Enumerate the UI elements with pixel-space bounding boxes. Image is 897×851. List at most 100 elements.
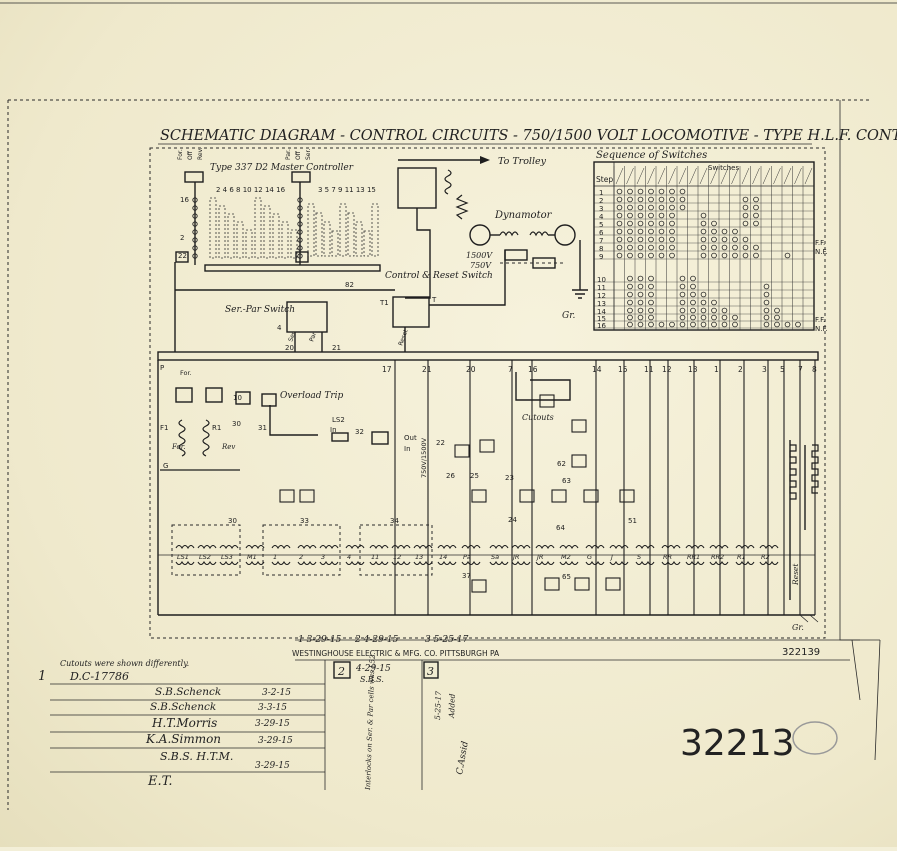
switch-closed-dot	[763, 291, 770, 298]
switch-closed-dot	[711, 307, 717, 314]
switch-closed-dot	[669, 244, 675, 251]
outer-frame	[7, 99, 870, 810]
switch-closed-dot	[763, 299, 770, 306]
sequence-title: Sequence of Switches	[596, 150, 707, 161]
gr-label: Gr.	[562, 311, 576, 321]
switch-closed-dot	[742, 196, 749, 203]
main-bus-bar	[157, 351, 819, 361]
drawing-number-large: 32213	[680, 723, 795, 764]
switch-closed-dot	[732, 236, 738, 243]
bus-7: 7	[508, 365, 513, 374]
rev-3: 3 5-25-17	[425, 635, 469, 645]
switch-closed-dot	[679, 291, 686, 298]
switch-closed-dot	[700, 314, 707, 321]
dynamotor-armature-1	[469, 224, 491, 246]
overload-wire	[269, 405, 318, 436]
note-2-box	[333, 661, 351, 679]
step-12: 12	[597, 292, 606, 300]
interlock-contact	[454, 444, 470, 458]
drum-segment-right	[339, 203, 347, 257]
switch-closed-dot	[658, 188, 665, 195]
switch-closed-dot	[669, 204, 675, 211]
bus-drop-wires	[394, 360, 816, 615]
switch-closed-dot	[690, 314, 696, 321]
switch-closed-dot	[637, 252, 644, 259]
step-6: 6	[599, 229, 604, 237]
switch-closed-dot	[763, 314, 770, 321]
sequence-table: Sequence of Switches Switches Step 1 2 3…	[593, 150, 828, 333]
coil-label: 13	[415, 553, 423, 561]
switch-closed-dot	[774, 321, 780, 328]
contactor-coil	[609, 544, 629, 566]
handle-off: Off	[187, 150, 194, 160]
step-4: 4	[599, 213, 604, 221]
bus-2: 2	[738, 365, 743, 374]
rev-switch	[205, 387, 223, 403]
drum-segment	[254, 197, 262, 259]
in-label: In	[330, 426, 337, 434]
bus-7b: 7	[798, 365, 803, 374]
bus-8: 8	[812, 365, 817, 374]
column-header-mark	[647, 167, 655, 185]
contactor-coil	[319, 544, 339, 566]
switch-closed-dot	[637, 228, 644, 235]
switch-closed-dot	[711, 228, 717, 235]
interlock-contact	[551, 489, 567, 503]
ser-par-label: Ser.-Par Switch	[225, 305, 295, 315]
reverser-coils	[160, 419, 240, 471]
switch-closed-dot	[627, 244, 633, 251]
switch-closed-dot	[627, 196, 633, 203]
switch-closed-dot	[658, 212, 665, 219]
sequence-steps: 1 2 3 4 5 6 7 8 9 10 11 12 13 14 15 16	[597, 189, 606, 330]
switch-closed-dot	[763, 307, 770, 314]
interlock-contact	[605, 577, 621, 591]
wire-label: 37	[462, 572, 471, 580]
contactor-coil	[685, 544, 705, 566]
switch-closed-dot	[721, 314, 728, 321]
interlock-contact	[519, 489, 535, 503]
switch-closed-dot	[700, 212, 707, 219]
interlock-contact	[299, 489, 315, 503]
date-4: 3-29-15	[258, 736, 293, 746]
switch-closed-dot	[721, 228, 728, 235]
note-2-number: 2	[337, 665, 345, 678]
wire-t	[429, 250, 506, 306]
switch-closed-dot	[679, 314, 686, 321]
switch-closed-dot	[753, 244, 759, 251]
ff-top: F.F.	[815, 239, 825, 247]
switch-closed-dot	[711, 236, 717, 243]
switch-closed-dot	[679, 188, 686, 195]
switch-closed-dot	[637, 299, 644, 306]
contactor-coil	[175, 544, 195, 566]
drum-segment-right	[355, 221, 363, 257]
controller-bus-bar	[204, 264, 381, 272]
switch-closed-dot	[648, 220, 654, 227]
coil-label: J	[609, 553, 613, 561]
drum-segment-right	[371, 203, 379, 257]
switch-closed-dot	[700, 244, 707, 251]
switch-closed-dot	[648, 275, 654, 282]
switch-closed-dot	[711, 314, 717, 321]
for-coil-label: For.	[171, 443, 186, 451]
column-header-mark	[773, 167, 781, 185]
dynamotor-switch	[397, 167, 437, 209]
column-header-mark	[668, 167, 676, 185]
switch-closed-dot	[648, 299, 654, 306]
step-7: 7	[599, 237, 603, 245]
switch-closed-dot	[742, 220, 749, 227]
terminal-22	[175, 251, 189, 263]
wire-label: 51	[628, 517, 637, 525]
switch-closed-dot	[721, 321, 728, 328]
switch-closed-dot	[616, 252, 623, 259]
interlock-contact	[583, 489, 599, 503]
step-10: 10	[597, 276, 606, 284]
handle-par: Par.	[285, 149, 292, 160]
switch-closed-dot	[690, 321, 696, 328]
note-3-box	[423, 661, 439, 679]
bus-12: 12	[662, 365, 672, 374]
sequence-table-frame	[593, 161, 815, 331]
handle-ser: Ser.	[305, 149, 312, 160]
date-3: 3-29-15	[255, 719, 290, 729]
switch-closed-dot	[679, 204, 686, 211]
